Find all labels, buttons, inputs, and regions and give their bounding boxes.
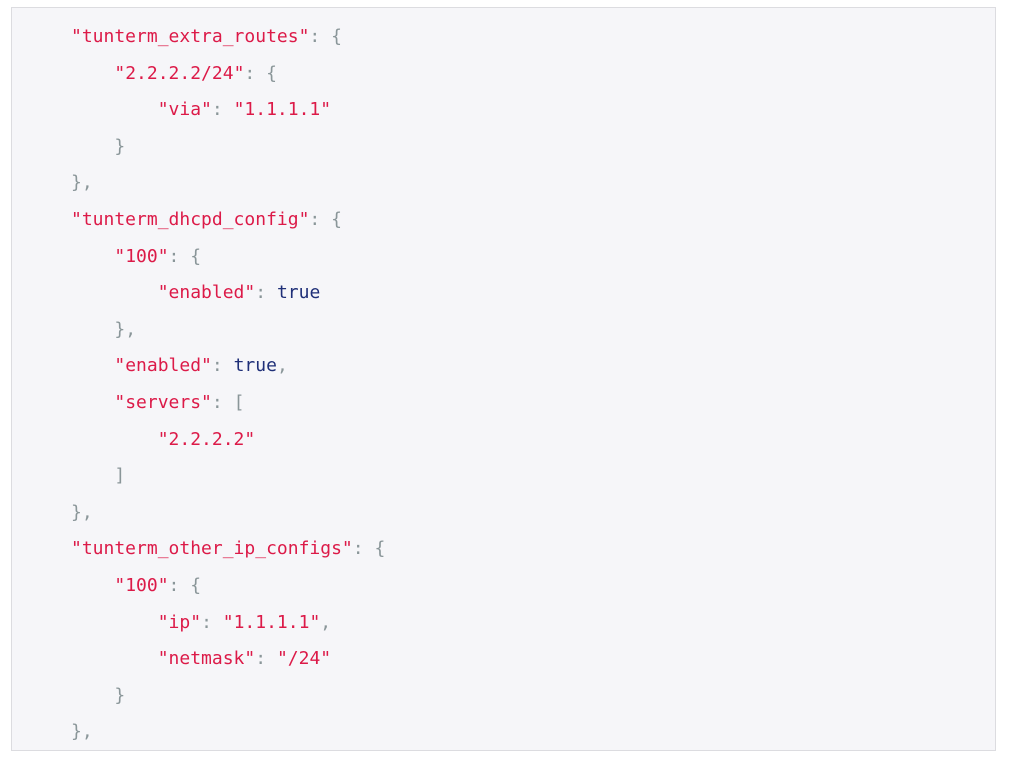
json-key: "100": [114, 574, 169, 596]
json-key: "tunterm_dhcpd_config": [71, 208, 310, 230]
code-line: },: [71, 312, 385, 349]
json-key: "enabled": [157, 282, 256, 304]
json-key: "servers": [114, 391, 212, 413]
code-line: "100": {: [71, 239, 385, 276]
json-key: "2.2.2.2/24": [114, 62, 245, 84]
json-punctuation: },: [71, 721, 93, 743]
code-line: "netmask": "/24": [71, 641, 385, 678]
code-line: "ip": "1.1.1.1",: [71, 605, 385, 642]
json-key: "tunterm_extra_routes": [71, 26, 310, 47]
code-line: }: [71, 129, 385, 166]
json-string: "1.1.1.1": [233, 99, 332, 121]
json-key: "100": [114, 245, 169, 267]
json-key: "netmask": [157, 648, 256, 670]
json-boolean: true: [276, 282, 321, 304]
json-string: "2.2.2.2": [157, 428, 256, 450]
code-line: "enabled": true,: [71, 348, 385, 385]
json-punctuation: :: [255, 282, 277, 304]
json-punctuation: },: [71, 172, 93, 194]
json-key: "tunterm_other_ip_configs": [71, 538, 353, 560]
json-punctuation: ]: [114, 465, 126, 487]
json-key: "ip": [157, 611, 202, 633]
code-line: },: [71, 165, 385, 202]
code-line: },: [71, 495, 385, 532]
code-line: "via": "1.1.1.1": [71, 92, 385, 129]
code-line: },: [71, 714, 385, 751]
code-line: "tunterm_other_ip_configs": {: [71, 531, 385, 568]
json-punctuation: :: [255, 648, 277, 670]
json-punctuation: }: [114, 684, 126, 706]
code-line: "enabled": true: [71, 275, 385, 312]
json-punctuation: :: [201, 611, 223, 633]
json-key: "enabled": [114, 355, 212, 377]
json-boolean: true: [233, 355, 277, 377]
json-punctuation: : {: [309, 208, 342, 230]
code-line: "tunterm_dhcpd_config": {: [71, 202, 385, 239]
json-punctuation: ,: [276, 355, 288, 377]
code-line: }: [71, 678, 385, 715]
json-punctuation: : {: [168, 574, 202, 596]
code-line: "2.2.2.2": [71, 422, 385, 459]
code-line: "2.2.2.2/24": {: [71, 56, 385, 93]
code-line: "tunterm_extra_routes": {: [71, 19, 385, 56]
json-key: "via": [157, 99, 212, 121]
json-code-block: "tunterm_extra_routes": { "2.2.2.2/24": …: [11, 7, 996, 751]
json-punctuation: : {: [309, 26, 342, 47]
code-content: "tunterm_extra_routes": { "2.2.2.2/24": …: [71, 19, 385, 751]
json-punctuation: ,: [320, 611, 332, 633]
json-string: "1.1.1.1": [222, 611, 321, 633]
json-punctuation: : {: [352, 538, 386, 560]
code-line: "100": {: [71, 568, 385, 605]
json-punctuation: }: [114, 135, 126, 157]
json-string: "/24": [276, 648, 332, 670]
json-punctuation: },: [71, 501, 93, 523]
code-line: ]: [71, 458, 385, 495]
json-punctuation: : {: [168, 245, 202, 267]
json-punctuation: :: [211, 355, 234, 377]
json-punctuation: :: [211, 99, 234, 121]
json-punctuation: : [: [211, 391, 245, 413]
code-line: "servers": [: [71, 385, 385, 422]
json-punctuation: : {: [244, 62, 277, 84]
json-punctuation: },: [114, 318, 137, 340]
